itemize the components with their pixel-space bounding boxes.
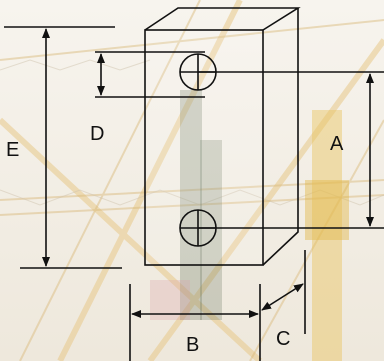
block-front-face [144,29,264,266]
dimension-e [4,26,122,269]
label-d: D [90,123,104,145]
dimension-a [198,71,384,229]
label-a: A [330,133,344,155]
block-top-face [144,7,301,31]
block-side-face [262,8,299,266]
dimension-c [261,250,306,334]
dimension-d [95,51,205,98]
label-e: E [6,139,19,161]
label-b: B [186,334,199,356]
label-c: C [276,328,290,350]
dimension-b [129,284,261,361]
